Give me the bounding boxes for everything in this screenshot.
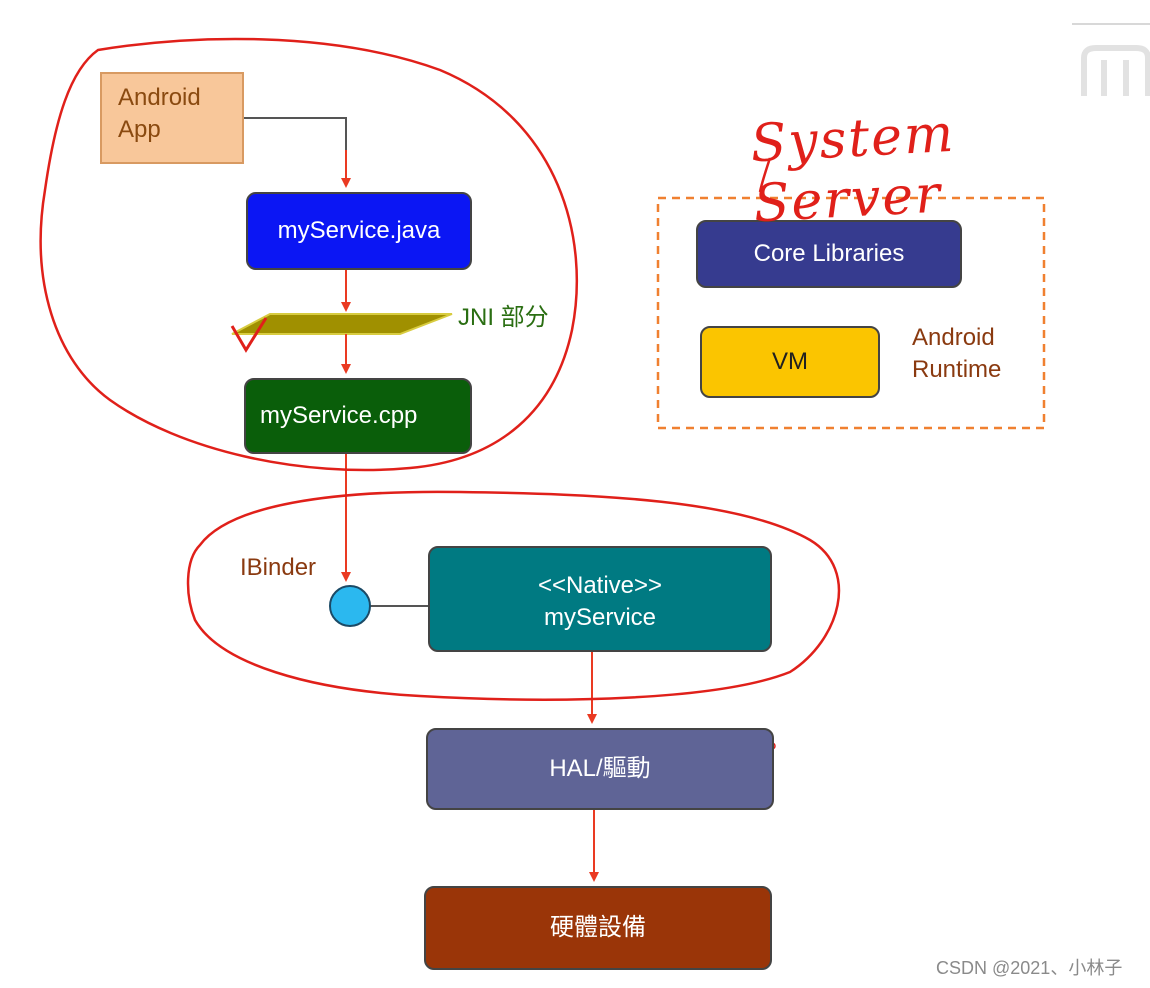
cpp-service-box: myService.cpp	[244, 378, 472, 454]
annotation-oval-bottom	[186, 490, 841, 701]
connector-app-to-java	[244, 117, 347, 186]
annotation-oval-top	[39, 37, 579, 472]
jni-band	[231, 313, 453, 335]
hal-driver-box: HAL/驅動	[426, 728, 774, 810]
android-runtime-label: Android Runtime	[912, 324, 1002, 383]
handwritten-title: System Server	[749, 103, 957, 235]
jni-label: JNI 部分	[458, 304, 549, 331]
ibinder-circle	[329, 585, 371, 627]
android-app-box: Android App	[100, 72, 244, 164]
hardware-device-box: 硬體設備	[424, 886, 772, 970]
watermark: CSDN @2021、小林子	[936, 958, 1123, 978]
native-service-box: <<Native>> myService	[428, 546, 772, 652]
java-service-box: myService.java	[246, 192, 472, 270]
core-libraries-box: Core Libraries	[696, 220, 962, 288]
ibinder-label: IBinder	[240, 554, 317, 581]
corner-logo	[1072, 23, 1150, 96]
annotation-checkmark	[230, 317, 268, 353]
annotation-title-stroke	[758, 157, 772, 193]
vm-box: VM	[700, 326, 880, 398]
